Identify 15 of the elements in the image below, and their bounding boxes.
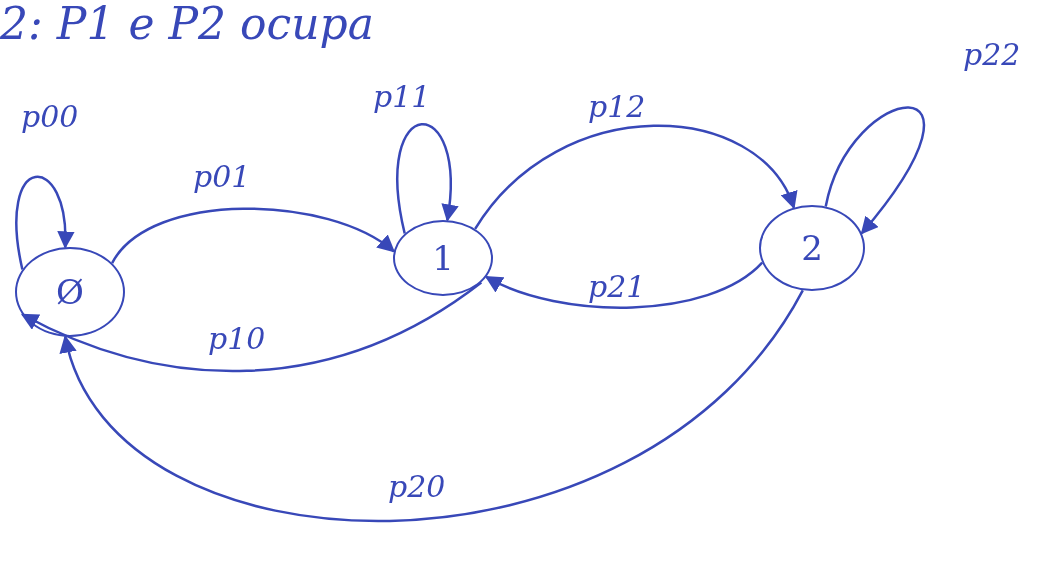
- state-label: Ø: [56, 272, 84, 312]
- state-circle: [759, 205, 865, 291]
- state-label: 1: [432, 238, 454, 278]
- transition-arrow: [484, 261, 764, 309]
- transition-arrow: [20, 281, 482, 373]
- transition-arrow: [62, 289, 804, 522]
- transition-arrow: [474, 124, 796, 230]
- state-label: 2: [801, 228, 823, 268]
- heading-note: 2: P1 e P2 ocupa: [0, 0, 374, 49]
- self-loop-arrow: [15, 175, 74, 270]
- state-circle: [15, 247, 125, 337]
- self-loop-arrow: [396, 123, 458, 234]
- state-circle: [393, 220, 493, 296]
- transition-arrow: [111, 207, 396, 264]
- self-loop-arrow: [824, 106, 925, 235]
